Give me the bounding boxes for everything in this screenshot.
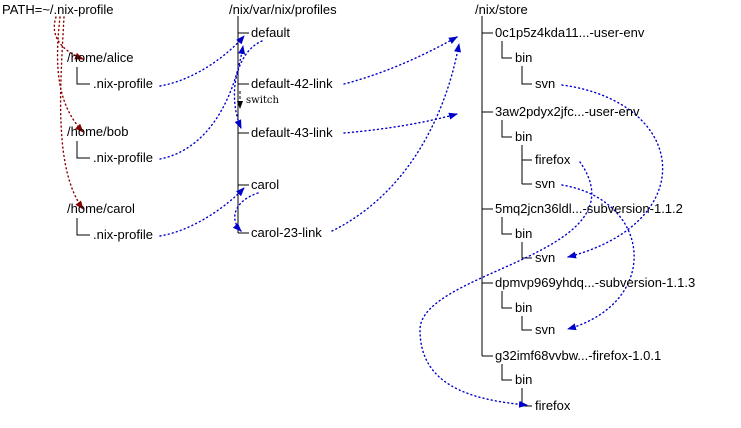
store-subversion113: dpmvp969yhdq...-subversion-1.1.3 <box>495 275 696 290</box>
alice-nix-profile-link: .nix-profile <box>93 76 153 91</box>
path-arrow-to-carol <box>59 16 84 210</box>
profile-carol: carol <box>251 177 280 192</box>
carol-nix-profile-link: .nix-profile <box>93 227 153 242</box>
switch-label: switch <box>246 95 279 106</box>
symlink-carol-profile-to-carol <box>159 187 245 237</box>
path-arrow-to-alice <box>53 16 84 60</box>
store-userenv1: 0c1p5z4kda11...-user-env <box>495 25 645 40</box>
store-firefox101-firefox: firefox <box>535 398 571 413</box>
tree-elbow-userenv1-bin <box>501 41 512 59</box>
tree-elbow-carol-profile <box>76 218 90 236</box>
profile-default-42-link: default-42-link <box>251 76 333 91</box>
tree-elbow-subversion112-svn <box>521 242 532 259</box>
path-env-header: PATH=~/.nix-profile <box>2 2 114 17</box>
path-reference-arrows <box>53 16 84 210</box>
tree-lines <box>76 16 532 407</box>
store-userenv2-firefox: firefox <box>535 152 571 167</box>
tree-elbow-subversion113-svn <box>521 316 532 331</box>
symlink-carol-to-carol23 <box>232 192 259 232</box>
tree-elbow-userenv2-bin <box>501 120 512 138</box>
profiles-dir-header: /nix/var/nix/profiles <box>229 2 337 17</box>
path-arrow-to-bob <box>56 16 84 133</box>
tree-elbow-subversion113-bin <box>501 291 512 309</box>
symlink-alice-profile-to-default <box>159 35 245 87</box>
store-subversion112: 5mq2jcn36ldl...-subversion-1.1.2 <box>495 201 683 216</box>
store-subversion113-svn: svn <box>535 322 556 337</box>
bob-nix-profile-link: .nix-profile <box>93 150 153 165</box>
tree-elbow-firefox101-firefox <box>521 388 532 407</box>
tree-elbow-bob-profile <box>76 141 90 159</box>
symlink-userenv2-svn-to-subversion113-svn <box>561 184 635 331</box>
symlink-arrows <box>159 35 664 408</box>
store-subversion113-bin: bin <box>515 300 533 315</box>
tree-elbow-subversion112-bin <box>501 217 512 235</box>
home-carol-dir: /home/carol <box>67 201 135 216</box>
store-firefox101-bin: bin <box>515 372 533 387</box>
store-subversion112-svn: svn <box>535 250 556 265</box>
store-subversion112-bin: bin <box>515 226 533 241</box>
tree-elbow-userenv1-svn <box>521 66 532 85</box>
store-userenv2: 3aw2pdyx2jfc...-user-env <box>495 104 640 119</box>
symlink-default-to-default43 <box>233 40 263 129</box>
symlink-carol23-to-userenv1 <box>331 43 461 232</box>
store-dir-header: /nix/store <box>475 2 528 17</box>
home-bob-dir: /home/bob <box>67 124 129 139</box>
home-alice-dir: /home/alice <box>67 50 134 65</box>
store-userenv2-svn: svn <box>535 176 556 191</box>
symlink-default42-to-userenv1 <box>343 36 458 85</box>
symlink-userenv1-svn-to-subversion112-svn <box>561 84 664 259</box>
profile-carol-23-link: carol-23-link <box>251 225 322 240</box>
profile-default: default <box>251 25 291 40</box>
store-userenv1-bin: bin <box>515 50 533 65</box>
store-firefox101: g32imf68vvbw...-firefox-1.0.1 <box>495 348 662 363</box>
tree-elbow-alice-profile <box>76 67 90 85</box>
store-userenv2-bin: bin <box>515 129 533 144</box>
tree-elbow-firefox101-bin <box>501 364 512 381</box>
symlink-userenv2-firefox-to-firefox101-firefox <box>419 161 593 408</box>
store-userenv1-svn: svn <box>535 76 556 91</box>
symlink-default43-to-userenv2 <box>343 112 458 134</box>
profile-default-43-link: default-43-link <box>251 125 333 140</box>
symlink-bob-profile-to-default <box>159 45 246 160</box>
